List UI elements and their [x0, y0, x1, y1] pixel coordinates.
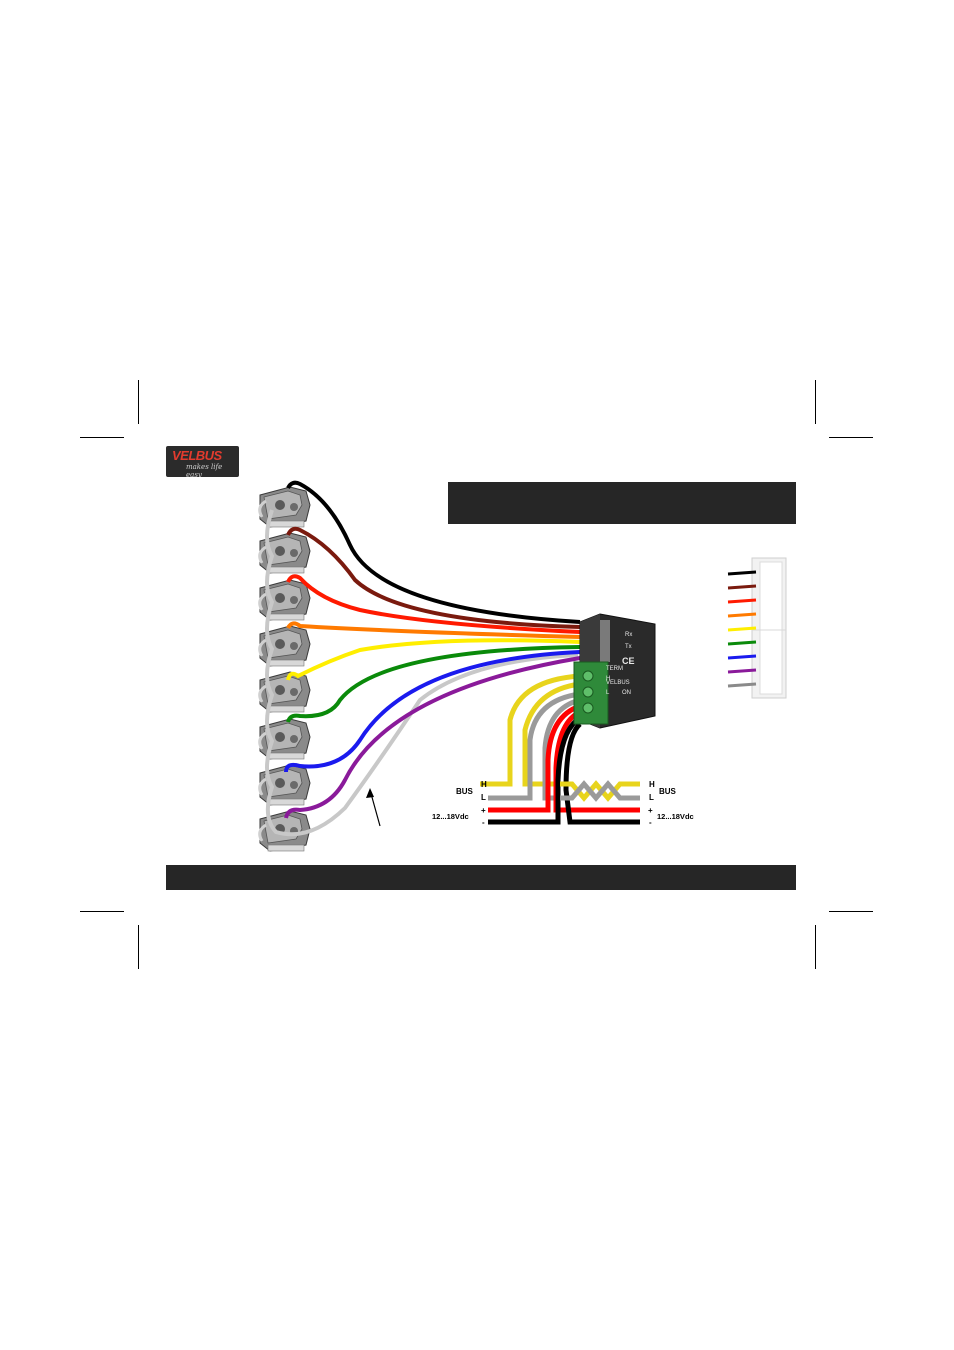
module-h: H — [606, 676, 610, 682]
twisted-pair-grey — [560, 780, 640, 802]
input-wires — [284, 480, 581, 819]
crop-mark — [138, 380, 139, 424]
wire-black — [286, 480, 581, 624]
wire-yellow — [286, 638, 581, 681]
wire-plus-out — [488, 703, 581, 813]
module-term: TERM — [606, 666, 623, 672]
power-right-minus: - — [649, 818, 652, 827]
wire-orange — [286, 621, 581, 639]
module-on: ON — [622, 690, 631, 696]
terminal-screw — [582, 702, 594, 714]
crop-mark — [80, 911, 124, 912]
connector-detail — [727, 557, 787, 699]
terminal-screw — [582, 686, 594, 698]
bus-left-l: L — [481, 793, 486, 802]
power-right-plus: + — [648, 806, 653, 815]
crop-mark — [815, 380, 816, 424]
velbus-logo: VELBUS makes life easy — [166, 446, 239, 477]
power-left-label: 12...18Vdc — [432, 812, 469, 821]
logo-tagline: makes life easy — [186, 463, 223, 477]
crop-mark — [80, 437, 124, 438]
bus-wires — [480, 673, 640, 825]
crop-mark — [815, 925, 816, 969]
bus-right-h: H — [649, 780, 655, 789]
module-l: L — [606, 690, 610, 696]
crop-mark — [829, 437, 873, 438]
bus-right-l: L — [649, 793, 654, 802]
power-right-label: 12...18Vdc — [657, 812, 694, 821]
wire-green — [286, 645, 581, 723]
bus-right-label: BUS — [659, 787, 677, 796]
logo-brand: VELBUS — [172, 448, 222, 463]
wire-purple — [284, 656, 581, 819]
wire-brown — [286, 526, 581, 629]
crop-mark — [138, 925, 139, 969]
module-ce: CE — [622, 656, 635, 666]
wire-bus-l-out — [488, 691, 581, 801]
wire-blue — [284, 650, 581, 773]
bus-left-label: BUS — [456, 787, 474, 796]
power-left-minus: - — [482, 818, 485, 827]
module-rx: Rx — [625, 632, 632, 638]
crop-mark — [829, 911, 873, 912]
module-tx: Tx — [625, 644, 632, 650]
terminal-screw — [582, 670, 594, 682]
velbus-module: Rx Tx CE TERM VELBUS H L ON — [573, 613, 656, 729]
wire-red — [286, 574, 581, 634]
twisted-pair-yellow — [560, 780, 640, 802]
wire-minus-in — [563, 722, 640, 825]
power-left-plus: + — [481, 806, 486, 815]
bus-left-h: H — [481, 780, 487, 789]
footer-bar — [166, 865, 796, 890]
title-bar — [448, 482, 796, 524]
connector-wires — [727, 570, 757, 688]
module-brand: VELBUS — [606, 680, 630, 686]
wire-bus-h-in — [522, 681, 581, 787]
input-connector — [600, 620, 610, 662]
wire-bus-l-in — [542, 697, 581, 801]
annotation-arrow — [366, 788, 381, 827]
wire-bus-h-out — [480, 673, 581, 787]
